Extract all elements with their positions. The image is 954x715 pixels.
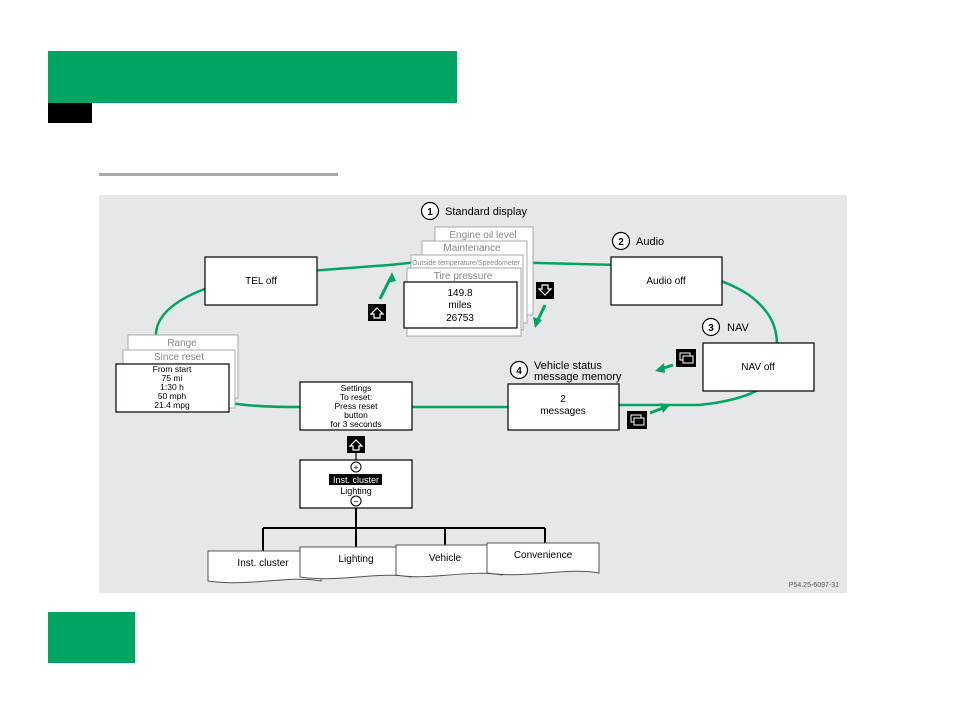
vehicle-status-number: 4: [516, 366, 522, 377]
nav-title: NAV: [727, 322, 749, 334]
message-count: 2: [560, 394, 566, 405]
selected-item: Inst. cluster: [333, 475, 379, 485]
standard-display-number: 1: [427, 207, 433, 218]
section-rule: [99, 173, 338, 176]
card-engine-oil-label: Engine oil level: [449, 230, 516, 241]
settings-reset-box: [299, 381, 413, 431]
display-menu-diagram: 1 Standard display Engine oil level Main…: [99, 195, 847, 593]
vehicle-status-number-circle: [509, 360, 529, 380]
header-tab: [48, 103, 92, 123]
plus-icon: [350, 461, 362, 473]
page-footer-block: [48, 612, 135, 663]
card-since-reset-label: Since reset: [154, 352, 204, 363]
selected-highlight: [329, 474, 382, 485]
submenu-inst-cluster-label: Inst. cluster: [237, 558, 289, 569]
standard-display-title: Standard display: [445, 206, 527, 218]
submenu-lighting-label: Lighting: [338, 554, 373, 565]
up-button-icon: [368, 304, 386, 321]
settings-line-1: Settings: [341, 383, 372, 393]
down-button-icon: [536, 282, 554, 299]
trip-line-5: 21.4 mpg: [154, 400, 190, 410]
submenu-vehicle: [395, 544, 503, 578]
vehicle-status-title-2: message memory: [534, 371, 622, 383]
card-maintenance-label: Maintenance: [443, 243, 501, 254]
tel-off-box: [204, 256, 318, 306]
card-tire-pressure-label: Tire pressure: [434, 271, 493, 282]
message-unit: messages: [540, 406, 586, 417]
minus-icon: [350, 495, 362, 507]
submenu-inst-cluster: [207, 550, 322, 584]
arrow-to-nav: [649, 406, 664, 415]
trip-line-1: From start: [153, 364, 192, 374]
nav-off-text: NAV off: [741, 362, 775, 373]
card-range-label: Range: [167, 338, 197, 349]
audio-off-text: Audio off: [646, 276, 686, 287]
nav-number-circle: [701, 317, 721, 337]
audio-off-box: [610, 256, 723, 306]
standard-display-front: [403, 281, 518, 329]
settings-line-4: button: [344, 410, 368, 420]
trip-from-start-box: [115, 363, 230, 413]
trip-line-4: 50 mph: [158, 391, 187, 401]
settings-up-button-icon: [347, 436, 365, 453]
svg-text:−: −: [353, 497, 358, 507]
vehicle-status-title-1: Vehicle status: [534, 360, 602, 372]
trip-line-3: 1:30 h: [160, 382, 184, 392]
audio-number: 2: [618, 237, 624, 248]
odometer-trip: 149.8: [447, 288, 472, 299]
vehicle-status-box: [507, 383, 620, 431]
figure-code: P54.25-6097-31: [789, 582, 839, 589]
odometer-unit: miles: [448, 300, 471, 311]
svg-text:+: +: [353, 463, 358, 473]
standard-display-label: 1 Standard display: [420, 201, 527, 221]
nav-off-box: [702, 342, 815, 392]
header-bar: [48, 51, 457, 103]
next-item: Lighting: [340, 486, 372, 496]
settings-line-5: for 3 seconds: [330, 419, 381, 429]
card-outside-temp-label: Outside temperature/Speedometer: [412, 260, 520, 267]
submenu-vehicle-label: Vehicle: [429, 553, 462, 564]
settings-line-2: To reset:: [340, 392, 373, 402]
submenu-convenience: [486, 542, 600, 576]
odometer-total: 26753: [446, 313, 474, 324]
audio-number-circle: [611, 231, 631, 251]
audio-title: Audio: [636, 236, 664, 248]
submenu-convenience-label: Convenience: [514, 550, 573, 561]
nav-number: 3: [708, 323, 714, 334]
trip-line-2: 75 mi: [162, 373, 183, 383]
tel-off-text: TEL off: [245, 276, 277, 287]
settings-line-3: Press reset: [335, 401, 379, 411]
